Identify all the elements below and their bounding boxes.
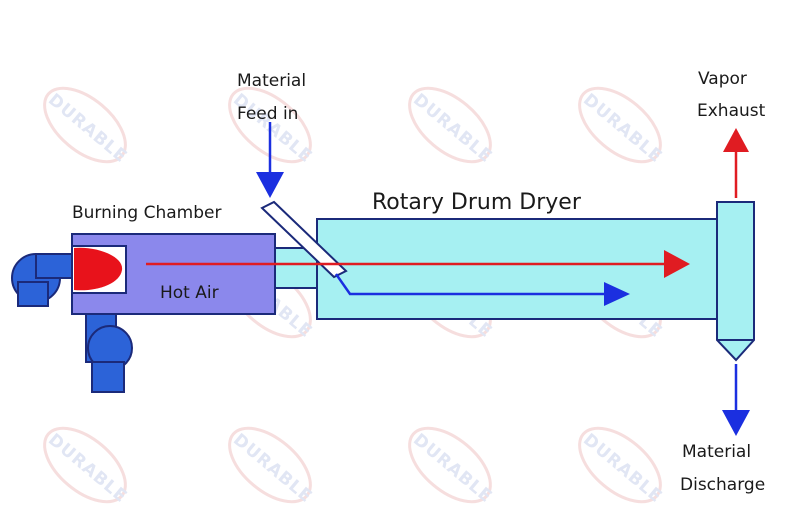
- feed-in-arrowhead: [256, 172, 284, 198]
- watermark-logo: DURABLE: [578, 86, 666, 167]
- discharge-label-line1: Material: [682, 442, 751, 462]
- feed-chute: [260, 200, 348, 279]
- left-blower: [11, 253, 75, 307]
- discharge-arrowhead: [722, 410, 750, 436]
- vapor-label-line2: Exhaust: [697, 101, 766, 121]
- watermark-logo: DURABLE: [43, 86, 131, 167]
- flame-icon: [74, 247, 123, 291]
- rotary-drum: [316, 218, 728, 320]
- watermark-logo: DURABLE: [578, 426, 666, 507]
- vapor-label-line1: Vapor: [698, 69, 747, 89]
- material-feed-label-line2: Feed in: [237, 104, 298, 124]
- hot-air-duct: [274, 247, 319, 289]
- material-feed-label-line1: Material: [237, 71, 306, 91]
- watermark-logo: DURABLE: [408, 426, 496, 507]
- material-flow-line: [334, 273, 604, 296]
- discharge-label-line2: Discharge: [680, 475, 765, 495]
- vapor-arrowhead: [723, 128, 749, 152]
- hot-air-flow-arrowhead: [664, 250, 690, 278]
- rotary-drum-dryer-title: Rotary Drum Dryer: [372, 190, 582, 215]
- material-flow-arrowhead: [604, 282, 630, 306]
- watermark-logo: DURABLE: [228, 426, 316, 507]
- watermark-logo: DURABLE: [43, 426, 131, 507]
- discharge-hood: [716, 201, 755, 362]
- hot-air-label: Hot Air: [160, 283, 219, 303]
- watermark-logo: DURABLE: [408, 86, 496, 167]
- lower-blower: [85, 311, 133, 393]
- burning-chamber-label: Burning Chamber: [72, 203, 221, 223]
